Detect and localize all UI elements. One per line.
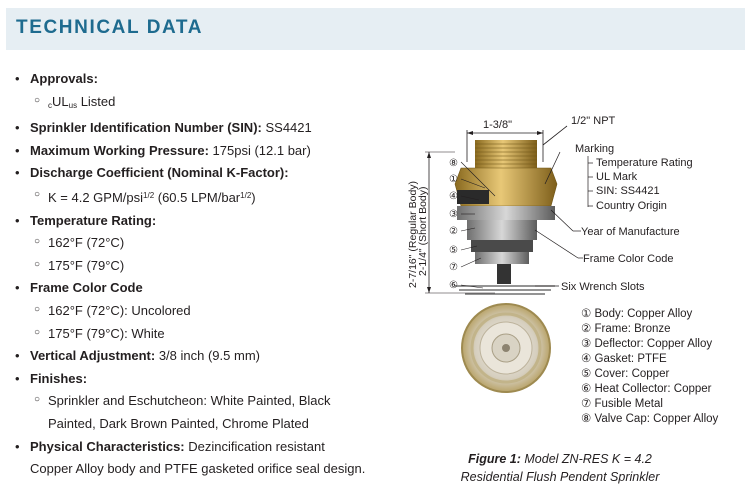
callout-8: ⑧ [449, 158, 458, 169]
marking-item-ul: UL Mark [596, 171, 638, 183]
k-factor-label: Discharge Coefficient (Nominal K-Factor)… [30, 165, 289, 181]
side-number-callouts: ⑧ ① ④ ③ ② ⑤ ⑦ ⑥ [449, 158, 458, 291]
temperature-value-2: 175°F (79°C) [48, 257, 125, 273]
spec-frame-color: •Frame Color Code [15, 280, 143, 296]
caption-line-2: Residential Flush Pendent Sprinkler [460, 470, 660, 484]
dim-npt-label: 1/2" NPT [571, 115, 616, 127]
frame-color-code-label: Frame Color Code [583, 253, 673, 265]
part-6: ⑥ Heat Collector: Copper [581, 383, 712, 395]
callout-leaders [460, 161, 496, 289]
sin-value: SS4421 [261, 120, 312, 136]
physical-value-2: Copper Alloy body and PTFE gasketed orif… [30, 461, 366, 477]
part-7: ⑦ Fusible Metal [581, 398, 663, 410]
dim-height-short: 2-1/4" (Short Body) [417, 186, 429, 276]
height-dimension: 2-7/16" (Regular Body) 2-1/4" (Short Bod… [407, 151, 495, 294]
caption-figure-label: Figure 1: [468, 452, 521, 466]
k-sup-1: 1/2 [143, 190, 155, 200]
callout-3: ③ [449, 209, 458, 220]
sprinkler-side-view [454, 140, 558, 295]
marking-item-sin: SIN: SS4421 [596, 185, 660, 197]
ul-mark: UL [52, 93, 69, 109]
spec-temperature-2: ○175°F (79°C) [34, 257, 125, 273]
callout-5: ⑤ [449, 245, 458, 256]
width-dimension: 1-3/8" [466, 119, 544, 162]
finishes-value-a: Sprinkler and Eschutcheon: White Painted… [48, 393, 331, 409]
spec-approvals-ul: ○cULus Listed [34, 93, 116, 110]
physical-value: Dezincification resistant [184, 438, 325, 454]
finishes-value-b: Painted, Dark Brown Painted, Chrome Plat… [48, 415, 309, 431]
caption-model: Model ZN-RES K = 4.2 [520, 452, 652, 466]
sin-label: Sprinkler Identification Number (SIN): [30, 120, 262, 136]
year-label: Year of Manufacture [581, 226, 680, 238]
callout-7: ⑦ [449, 262, 458, 273]
spec-frame-color-2: ○175°F (79°C): White [34, 325, 165, 341]
ul-us-mark: us [68, 100, 78, 110]
spec-k-factor: •Discharge Coefficient (Nominal K-Factor… [15, 165, 289, 181]
k-text-3: ) [251, 189, 256, 205]
spec-frame-color-1: ○162°F (72°C): Uncolored [34, 302, 191, 318]
callout-2: ② [449, 226, 458, 237]
caption-line-1: Figure 1: Model ZN-RES K = 4.2 [440, 450, 680, 468]
frame-color-value-1: 162°F (72°C): Uncolored [48, 302, 191, 318]
marking-item-country: Country Origin [596, 200, 667, 212]
temperature-value-1: 162°F (72°C) [48, 235, 125, 251]
frame-color-value-2: 175°F (79°C): White [48, 325, 165, 341]
frame-color-callout: Frame Color Code [534, 229, 673, 265]
wrench-slots-label: Six Wrench Slots [561, 281, 645, 293]
marking-title: Marking [575, 143, 614, 155]
pressure-label: Maximum Working Pressure: [30, 142, 209, 158]
spec-pressure: •Maximum Working Pressure: 175psi (12.1 … [15, 142, 311, 158]
part-8: ⑧ Valve Cap: Copper Alloy [581, 413, 719, 425]
k-text-2: (60.5 LPM/bar [154, 189, 241, 205]
figure-caption: Figure 1: Model ZN-RES K = 4.2 Residenti… [440, 450, 680, 486]
section-title: TECHNICAL DATA [16, 17, 204, 38]
frame-color-label: Frame Color Code [30, 280, 143, 296]
year-callout: Year of Manufacture [550, 209, 680, 238]
k-sup-2: 1/2 [240, 190, 252, 200]
spec-finishes-1-cont: Painted, Dark Brown Painted, Chrome Plat… [0, 413, 400, 436]
npt-callout: 1/2" NPT [542, 115, 616, 146]
callout-4: ④ [449, 191, 458, 202]
spec-temperature-1: ○162°F (72°C) [34, 235, 125, 251]
vertical-label: Vertical Adjustment: [30, 348, 156, 364]
marking-item-temperature: Temperature Rating [596, 157, 693, 169]
spec-physical: •Physical Characteristics: Dezincificati… [15, 438, 325, 454]
spec-list: •Approvals: ○cULus Listed •Sprinkler Ide… [0, 68, 400, 481]
wrench-callout: Six Wrench Slots [535, 281, 645, 293]
temperature-label: Temperature Rating: [30, 212, 157, 228]
dim-height-regular: 2-7/16" (Regular Body) [407, 181, 419, 288]
vertical-value: 3/8 inch (9.5 mm) [155, 348, 260, 364]
spec-k-value: ○K = 4.2 GPM/psi1/2 (60.5 LPM/bar1/2) [34, 188, 256, 205]
spec-approvals: •Approvals: [15, 71, 98, 86]
part-4: ④ Gasket: PTFE [581, 353, 667, 365]
k-text-1: K = 4.2 GPM/psi [48, 189, 144, 205]
parts-list: ① Body: Copper Alloy ② Frame: Bronze ③ D… [581, 308, 719, 425]
ul-c-mark: c [48, 100, 52, 110]
spec-vertical-adjustment: •Vertical Adjustment: 3/8 inch (9.5 mm) [15, 348, 260, 364]
sprinkler-diagram: 1-3/8" 1/2" NPT 2-7/16" (Regular Body) 2… [407, 115, 719, 425]
approvals-label: Approvals: [30, 71, 98, 86]
spec-finishes: •Finishes: [15, 370, 88, 386]
callout-1: ① [449, 174, 458, 185]
section-header: TECHNICAL DATA [6, 8, 745, 50]
callout-6: ⑥ [449, 280, 458, 291]
sprinkler-bottom-view [461, 303, 551, 393]
part-5: ⑤ Cover: Copper [581, 368, 669, 380]
part-2: ② Frame: Bronze [581, 323, 671, 335]
spec-physical-cont: Copper Alloy body and PTFE gasketed orif… [0, 458, 400, 481]
ul-listed-text: Listed [77, 93, 116, 109]
dim-width-label: 1-3/8" [483, 119, 512, 131]
part-1: ① Body: Copper Alloy [581, 308, 693, 320]
spec-sin: •Sprinkler Identification Number (SIN): … [15, 120, 312, 136]
pressure-value: 175psi (12.1 bar) [208, 142, 311, 158]
physical-label: Physical Characteristics: [30, 438, 185, 454]
spec-finishes-1: ○Sprinkler and Eschutcheon: White Painte… [34, 393, 331, 409]
spec-temperature: •Temperature Rating: [15, 212, 157, 228]
part-3: ③ Deflector: Copper Alloy [581, 338, 712, 350]
finishes-label: Finishes: [30, 370, 88, 386]
marking-callout: Marking Temperature Rating UL Mark SIN: … [544, 143, 693, 212]
